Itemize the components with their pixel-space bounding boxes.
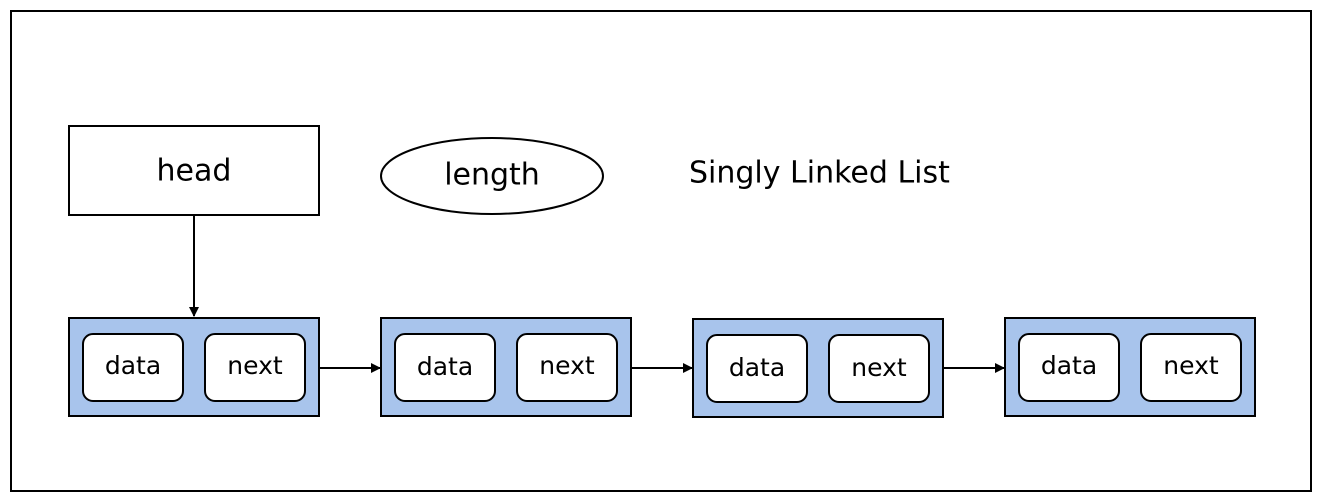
next-cell: [1140, 333, 1242, 402]
list-node: data next: [692, 318, 944, 418]
data-cell: [706, 334, 808, 403]
next-cell-label: next: [1163, 351, 1219, 380]
next-cell-label: next: [851, 353, 907, 382]
data-cell: [82, 333, 184, 402]
length-ellipse: [380, 137, 604, 215]
head-box: [68, 125, 320, 216]
list-node: data next: [1004, 317, 1256, 417]
diagram-title: Singly Linked List: [689, 156, 950, 191]
list-node: data next: [68, 317, 320, 417]
data-cell-label: data: [1041, 351, 1097, 380]
data-cell-label: data: [729, 353, 785, 382]
data-cell-label: data: [417, 352, 473, 381]
head-label: head: [157, 154, 232, 189]
next-cell: [204, 333, 306, 402]
data-cell: [394, 333, 496, 402]
data-cell-label: data: [105, 351, 161, 380]
next-cell: [516, 333, 618, 402]
next-cell-label: next: [227, 351, 283, 380]
length-label: length: [444, 158, 540, 193]
next-cell-label: next: [539, 351, 595, 380]
outer-frame: [10, 10, 1312, 492]
next-cell: [828, 334, 930, 403]
list-node: data next: [380, 317, 632, 417]
data-cell: [1018, 333, 1120, 402]
